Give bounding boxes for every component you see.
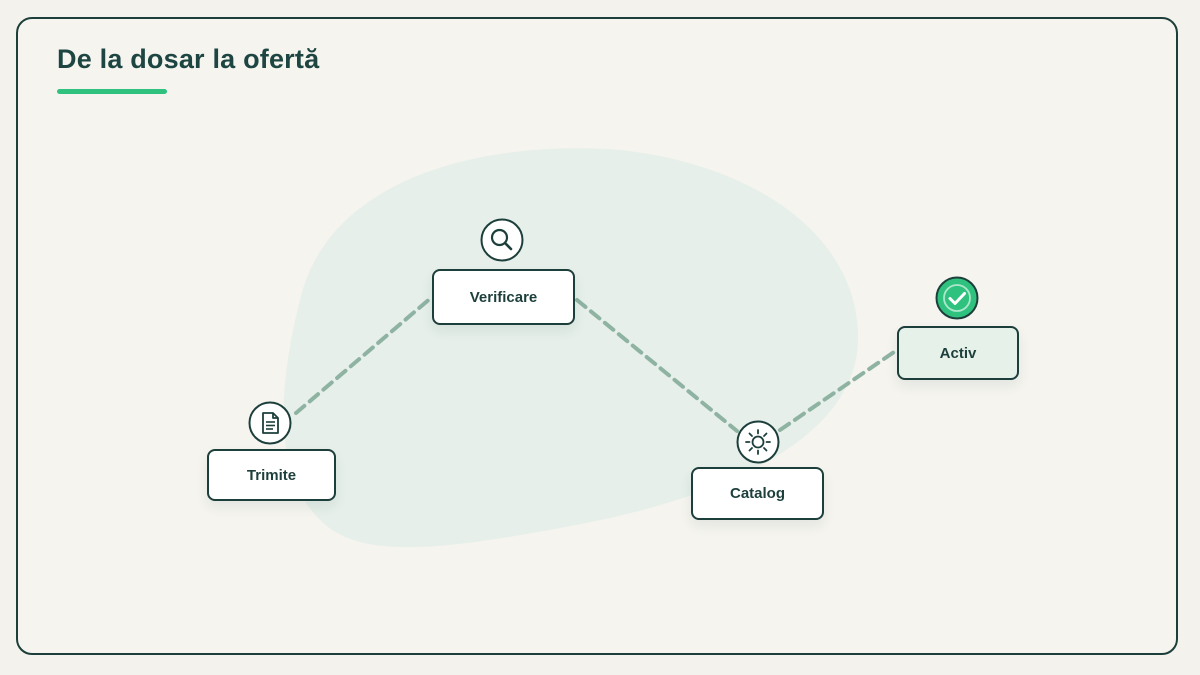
check-circle-icon: [935, 276, 979, 320]
step-activ[interactable]: Activ: [897, 326, 1019, 380]
document-icon: [248, 401, 292, 445]
step-label: Catalog: [729, 485, 785, 502]
step-label: Trimite: [246, 466, 297, 484]
connector-1-2: [294, 295, 434, 415]
background-blob: [283, 148, 859, 548]
step-label: Verificare: [469, 288, 538, 306]
connector-2-3: [575, 298, 739, 433]
title-underline: [57, 89, 167, 94]
step-trimite[interactable]: Trimite: [207, 449, 336, 501]
page-title: De la dosar la ofertă: [57, 44, 320, 74]
search-icon: [480, 218, 524, 262]
step-label: Activ: [939, 344, 977, 362]
step-catalog[interactable]: Catalog: [691, 467, 824, 520]
step-verificare[interactable]: Verificare: [432, 269, 575, 325]
connector-3-4: [778, 348, 899, 432]
gear-icon: [736, 420, 780, 464]
